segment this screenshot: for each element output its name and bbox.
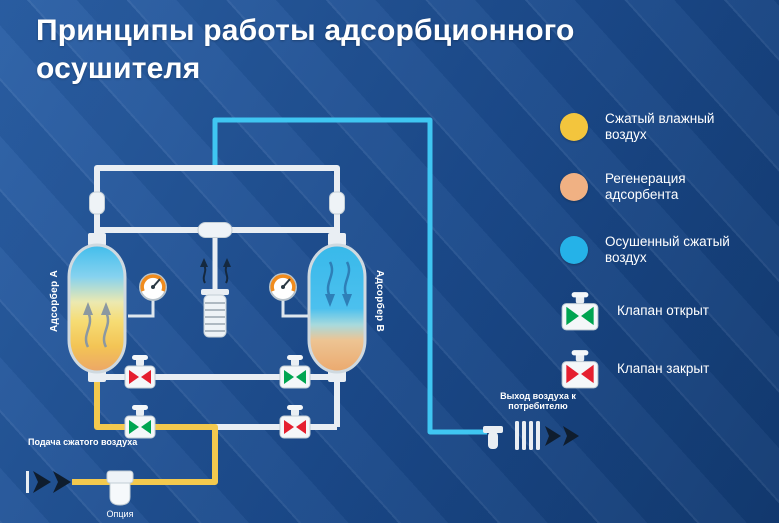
outlet-nozzle	[483, 426, 503, 433]
page-title-line1: Принципы работы адсорбционного	[36, 14, 575, 47]
inlet-label: Подача сжатого воздуха	[28, 437, 138, 447]
legend-label: Клапан открыт	[617, 303, 709, 318]
legend-label: Осушенный сжатый воздух	[605, 234, 730, 265]
outlet-silencer-ribs	[515, 421, 540, 450]
legend-label: Регенерация адсорбента	[605, 171, 686, 202]
legend-item-dry-air: Осушенный сжатый воздух	[560, 228, 745, 272]
pressure-gauge-a	[128, 273, 167, 318]
downflow-arrows-icon	[326, 261, 351, 298]
valve-closed-icon	[561, 350, 599, 389]
purge-muffler	[200, 258, 231, 338]
valve-open-icon	[561, 292, 599, 331]
legend-label: Клапан закрыт	[617, 361, 710, 376]
pressure-gauge-b	[269, 273, 308, 318]
legend-label: Сжатый влажный воздух	[605, 111, 715, 142]
outlet-flow-arrows-icon	[545, 426, 579, 446]
check-valve-a-fitting	[89, 191, 105, 215]
page-title-line2: осушителя	[36, 52, 201, 85]
adsorber-b-label: Адсорбер В	[374, 269, 385, 333]
valve-closed-lower-right	[279, 404, 311, 439]
filter-option-label: Опция	[106, 509, 134, 519]
legend-item-valve-open: Клапан открыт	[560, 289, 757, 333]
inlet-filter	[106, 470, 134, 506]
wet-air-pipe	[72, 366, 218, 485]
legend-item-valve-closed: Клапан закрыт	[560, 347, 757, 391]
vessel-a-top-nozzle	[88, 233, 106, 246]
legend-item-regeneration: Регенерация адсорбента	[560, 165, 745, 209]
adsorber-a-vessel	[67, 233, 127, 382]
dry-air-pipe	[212, 117, 487, 435]
inlet-flow-arrows-icon	[26, 471, 71, 493]
dry-air-swatch-icon	[560, 236, 588, 264]
vessel-b-top-nozzle	[328, 233, 346, 246]
regeneration-swatch-icon	[560, 173, 588, 201]
page-title: Принципы работы адсорбционного осушителя	[36, 12, 575, 88]
adsorber-a-label: Адсорбер А	[49, 269, 60, 333]
upflow-arrows-icon	[84, 311, 110, 348]
legend-item-wet-air: Сжатый влажный воздух	[560, 105, 745, 149]
outlet-assembly	[483, 421, 579, 450]
purge-orifice-fitting	[197, 222, 233, 238]
valve-closed-upper-left	[124, 354, 156, 389]
valve-open-lower-left	[124, 404, 156, 439]
check-valve-b-fitting	[329, 191, 345, 215]
adsorber-b-vessel	[307, 233, 367, 382]
outlet-label: Выход воздуха к потребителю	[500, 391, 576, 411]
valve-open-upper-right	[279, 354, 311, 389]
wet-air-swatch-icon	[560, 113, 588, 141]
